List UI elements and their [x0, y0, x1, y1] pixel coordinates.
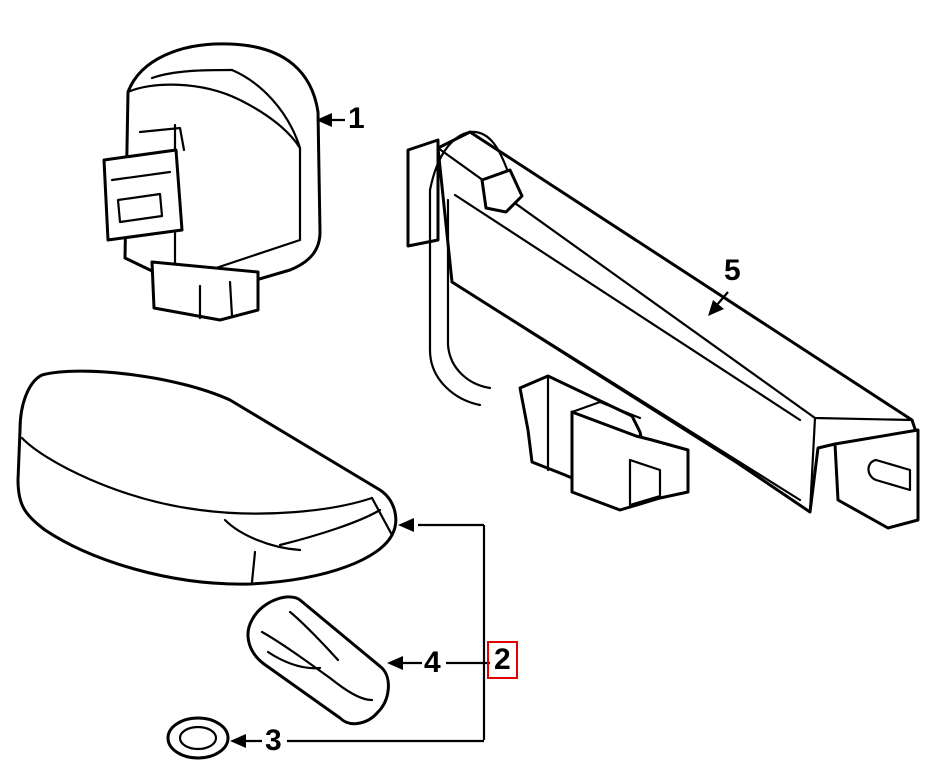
part-5-antenna[interactable] — [406, 130, 920, 530]
leader-2-bracket — [398, 518, 490, 740]
callout-4: 4 — [424, 646, 441, 679]
part-4-clip[interactable] — [246, 595, 390, 726]
leader-4 — [387, 656, 484, 670]
callout-2: 2 — [487, 641, 518, 679]
callout-1: 1 — [348, 102, 365, 135]
leader-5 — [708, 291, 729, 316]
part-2-remote[interactable] — [16, 369, 398, 586]
part-3-washer[interactable] — [166, 716, 230, 760]
leader-1 — [316, 113, 345, 127]
callout-5: 5 — [724, 254, 741, 287]
callout-3: 3 — [265, 724, 282, 757]
part-1-module[interactable] — [102, 42, 322, 322]
leader-3 — [230, 734, 484, 748]
